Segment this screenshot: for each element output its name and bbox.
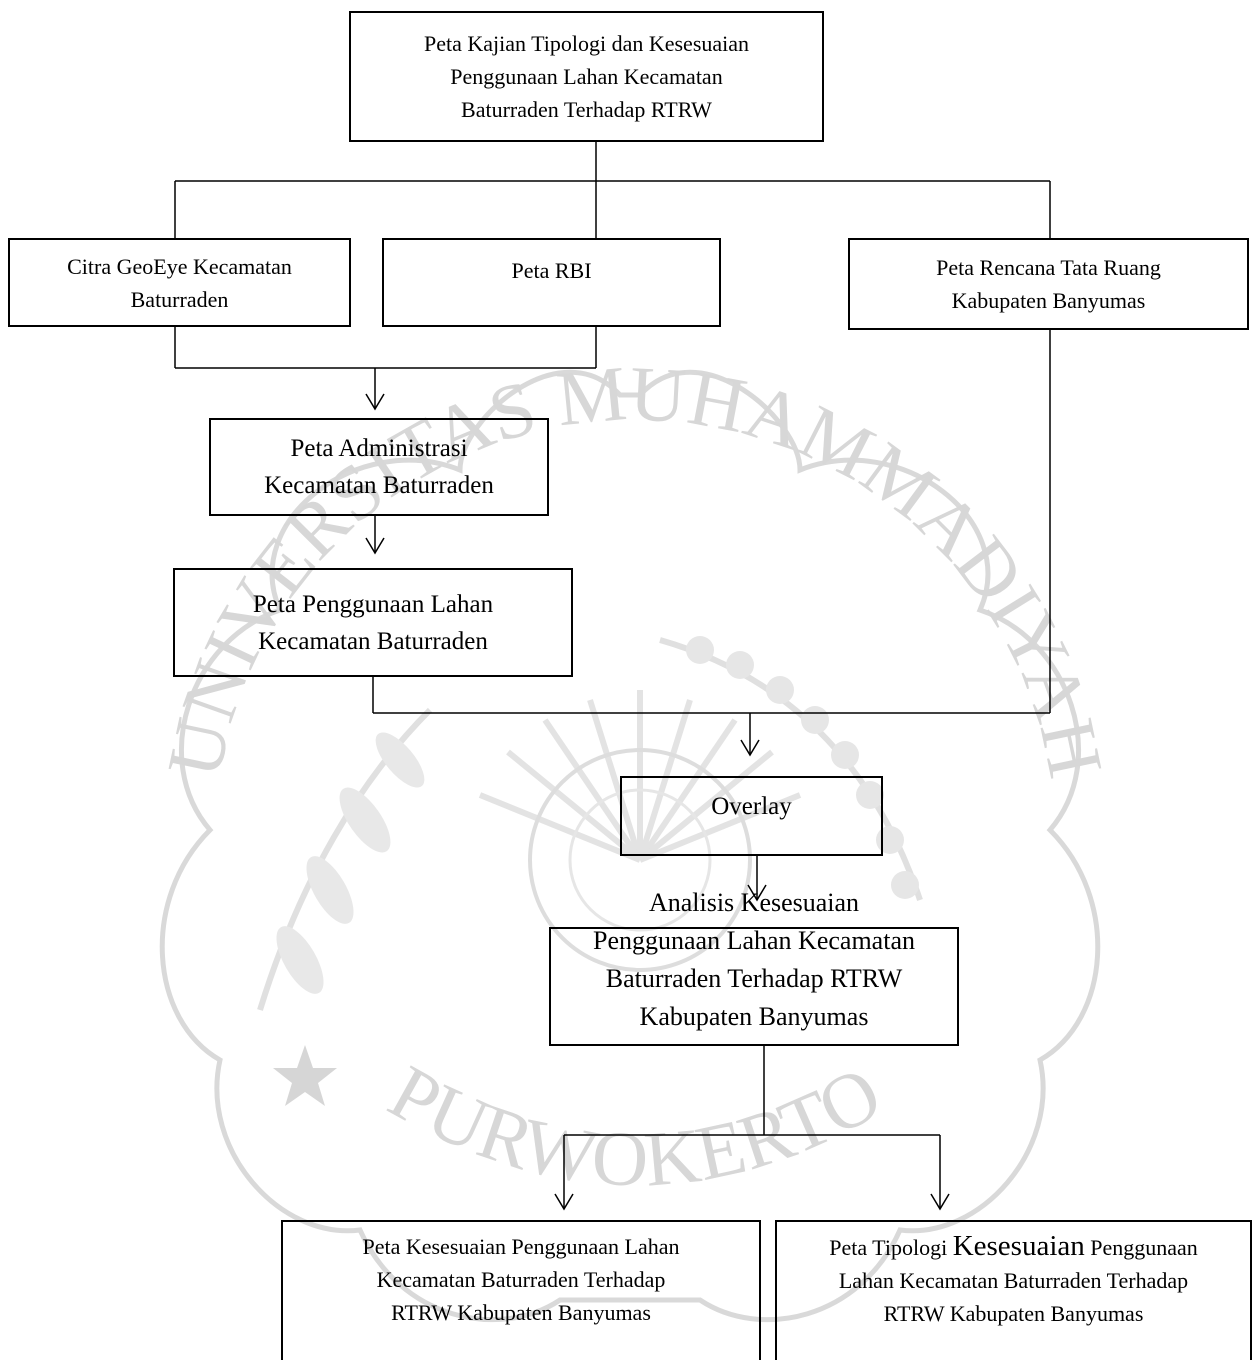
node-penggunaan-line: Kecamatan Baturraden (258, 627, 488, 655)
node-title-line: Penggunaan Lahan Kecamatan (450, 64, 723, 89)
node-tipologi-pre: Peta Tipologi (829, 1235, 953, 1260)
node-tipologi-line: RTRW Kabupaten Banyumas (883, 1301, 1144, 1326)
node-administrasi-line: Kecamatan Baturraden (264, 472, 494, 499)
node-penggunaan-lahan: Peta Penggunaan Lahan Kecamatan Baturrad… (173, 568, 573, 677)
node-penggunaan-line: Peta Penggunaan Lahan (252, 590, 494, 618)
node-rbi-line: Peta RBI (511, 258, 592, 283)
node-analisis-line: Baturraden Terhadap RTRW (605, 963, 903, 993)
arrowhead-administrasi (365, 393, 385, 411)
arrowhead-analisis (747, 884, 767, 902)
node-rencana-tata-ruang: Peta Rencana Tata Ruang Kabupaten Banyum… (848, 238, 1249, 330)
node-title-line: Baturraden Terhadap RTRW (461, 97, 712, 122)
node-citra-geoeye: Citra GeoEye Kecamatan Baturraden (8, 238, 351, 327)
node-analisis-line: Kabupaten Banyumas (639, 1001, 869, 1031)
node-kesesuaian-line: RTRW Kabupaten Banyumas (391, 1300, 651, 1325)
arrowhead-tipologi (930, 1193, 950, 1211)
node-overlay: Overlay (620, 776, 883, 856)
node-citra-line: Baturraden (130, 286, 229, 312)
node-tipologi-post: Penggunaan (1084, 1235, 1198, 1260)
node-analisis-line: Penggunaan Lahan Kecamatan (593, 925, 915, 955)
node-kesesuaian-line: Kecamatan Baturraden Terhadap (376, 1267, 666, 1292)
node-administrasi-line: Peta Administrasi (290, 435, 468, 462)
arrowhead-penggunaan (365, 537, 385, 555)
node-analisis: Analisis Kesesuaian Penggunaan Lahan Kec… (549, 888, 959, 1046)
node-tipologi-line: Lahan Kecamatan Baturraden Terhadap (838, 1268, 1189, 1293)
node-title-line: Peta Kajian Tipologi dan Kesesuaian (423, 31, 750, 56)
node-rencana-line: Peta Rencana Tata Ruang (936, 255, 1161, 280)
node-tipologi-emphasis: Kesesuaian (952, 1230, 1085, 1262)
node-title: Peta Kajian Tipologi dan Kesesuaian Peng… (349, 11, 824, 142)
node-analisis-line: Analisis Kesesuaian (648, 887, 860, 917)
node-peta-tipologi: Peta Tipologi Kesesuaian Penggunaan Laha… (775, 1220, 1252, 1360)
node-tipologi-line: Peta Tipologi Kesesuaian Penggunaan (829, 1230, 1198, 1264)
node-citra-line: Citra GeoEye Kecamatan (67, 253, 292, 279)
node-rencana-line: Kabupaten Banyumas (951, 288, 1146, 313)
arrowhead-overlay (740, 739, 760, 757)
node-peta-kesesuaian: Peta Kesesuaian Penggunaan Lahan Kecamat… (281, 1220, 761, 1360)
node-kesesuaian-line: Peta Kesesuaian Penggunaan Lahan (362, 1234, 680, 1259)
node-peta-rbi: Peta RBI (382, 238, 721, 327)
node-overlay-line: Overlay (711, 793, 792, 820)
arrowhead-kesesuaian (554, 1193, 574, 1211)
node-administrasi: Peta Administrasi Kecamatan Baturraden (209, 418, 549, 516)
